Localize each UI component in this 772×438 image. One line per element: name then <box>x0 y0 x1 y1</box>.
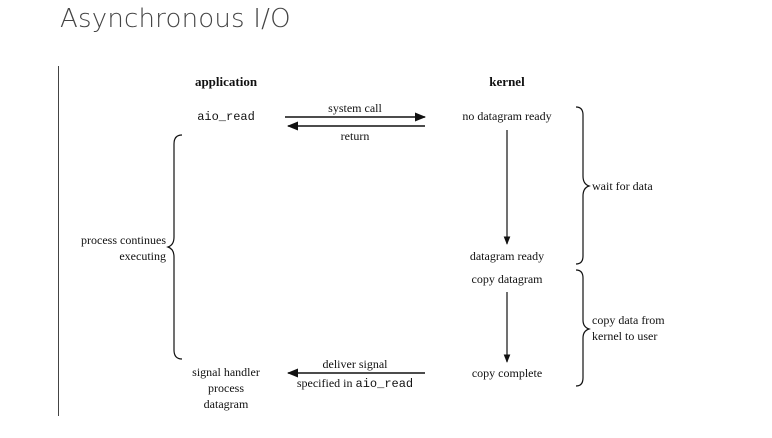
specified-in-code: aio_read <box>356 377 414 391</box>
process-continues-label: process continues <box>81 233 166 247</box>
application-column-header: application <box>195 74 258 89</box>
return-label: return <box>341 129 370 143</box>
no-datagram-ready-label: no datagram ready <box>462 109 551 123</box>
deliver-signal-label: deliver signal <box>323 357 389 371</box>
copy-data-brace <box>575 269 591 387</box>
system-call-label: system call <box>328 101 382 115</box>
process-label: process <box>208 381 244 395</box>
copy-datagram-label: copy datagram <box>472 272 544 286</box>
specified-in-prefix: specified in <box>297 376 356 390</box>
datagram-ready-label: datagram ready <box>470 249 544 263</box>
wait-for-data-label: wait for data <box>592 179 653 193</box>
left-divider-line <box>58 66 59 416</box>
signal-handler-label: signal handler <box>192 365 260 379</box>
aio-read-label: aio_read <box>197 110 255 124</box>
kernel-to-user-label: kernel to user <box>592 329 657 343</box>
process-continues-brace <box>166 134 183 360</box>
wait-for-data-brace <box>575 106 591 265</box>
page-title: Asynchronous I/O <box>60 4 291 34</box>
executing-label: executing <box>119 249 166 263</box>
kernel-column-header: kernel <box>489 74 525 89</box>
specified-in-label: specified in aio_read <box>297 376 413 391</box>
datagram-label: datagram <box>204 397 249 411</box>
copy-data-from-label: copy data from <box>592 313 665 327</box>
copy-complete-label: copy complete <box>472 366 542 380</box>
